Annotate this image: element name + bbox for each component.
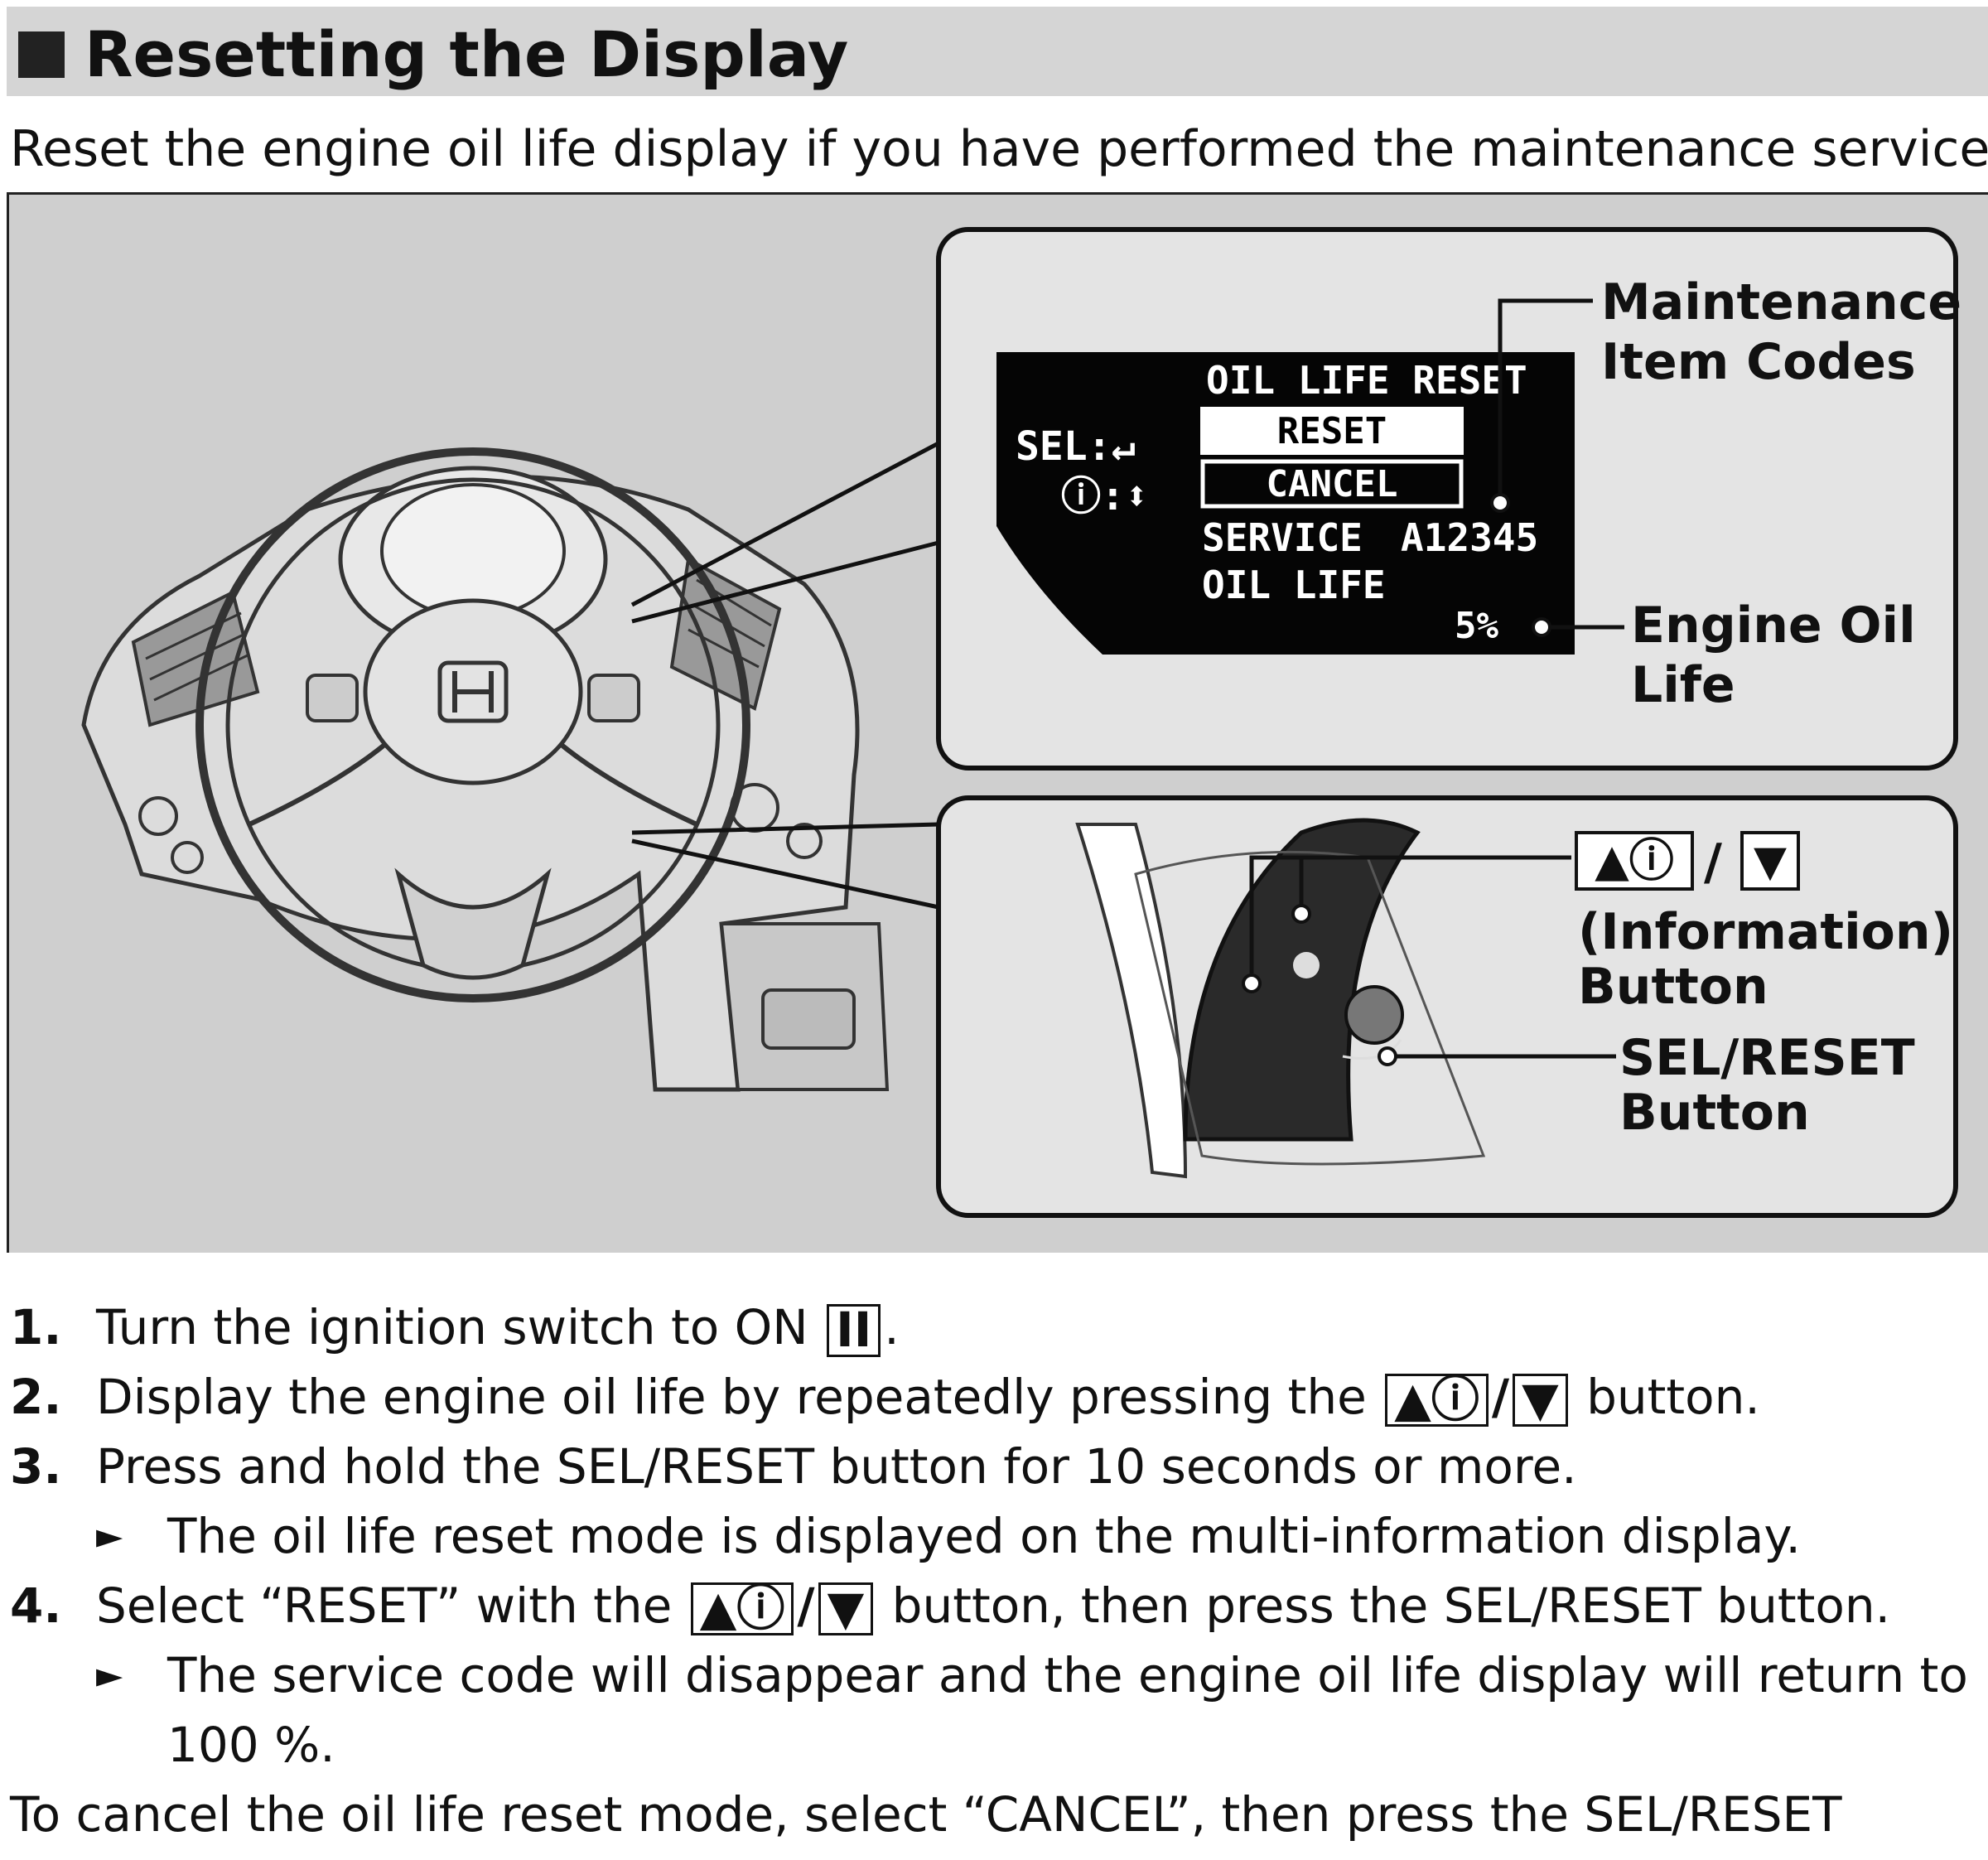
header-square-icon xyxy=(18,31,65,78)
callout-down-key: ▼ xyxy=(1754,837,1787,887)
display-title: OIL LIFE RESET xyxy=(1206,358,1527,403)
section-header: Resetting the Display xyxy=(7,7,1988,96)
step-4-result: ► The service code will disappear and th… xyxy=(10,1640,1981,1710)
display-service-label: SERVICE xyxy=(1202,515,1363,560)
display-sel-label: SEL:↵ xyxy=(1016,423,1136,470)
arrow-marker-icon: ► xyxy=(96,1515,123,1556)
step-3: 3. Press and hold the SEL/RESET button f… xyxy=(10,1432,1981,1501)
up-info-key-icon: ▲ⓘ xyxy=(1385,1373,1489,1427)
callout-sel-reset-line1: SEL/RESET xyxy=(1619,1029,1915,1087)
callout-maintenance-line2: Item Codes xyxy=(1601,333,1916,391)
reset-option-box xyxy=(1200,407,1464,455)
steps-list: 1. Turn the ignition switch to ON II. 2.… xyxy=(10,1292,1981,1849)
display-service-code: A12345 xyxy=(1401,515,1538,560)
down-key-icon: ▼ xyxy=(1513,1373,1568,1427)
step-number: 1. xyxy=(10,1299,62,1355)
step-number: 2. xyxy=(10,1369,62,1425)
step-3-result: ► The oil life reset mode is displayed o… xyxy=(10,1501,1981,1571)
step-number: 3. xyxy=(10,1438,62,1495)
step-text-before: Display the engine oil life by repeatedl… xyxy=(96,1369,1382,1425)
callout-up-info-key: ▲ⓘ xyxy=(1595,834,1674,887)
display-oil-life-label: OIL LIFE xyxy=(1202,563,1386,607)
step-text-before: Select “RESET” with the xyxy=(96,1577,688,1634)
intro-text: Reset the engine oil life display if you… xyxy=(10,120,1988,178)
step-text-after: button, then press the SEL/RESET button. xyxy=(876,1577,1891,1634)
step-text: Turn the ignition switch to ON II. xyxy=(96,1292,900,1362)
callout-engine-oil-line2: Life xyxy=(1631,656,1735,714)
callout-engine-oil-line1: Engine Oil xyxy=(1631,597,1916,655)
result-text: The oil life reset mode is displayed on … xyxy=(167,1508,1801,1564)
down-key-icon xyxy=(1740,831,1800,891)
step-number: 4. xyxy=(10,1577,62,1634)
steering-switch-icon xyxy=(1075,818,1486,1179)
key-slash: / xyxy=(1491,1369,1510,1425)
callout-info-button-line2: Button xyxy=(1578,958,1768,1016)
step-text-after: button. xyxy=(1571,1369,1760,1425)
step-text: Display the engine oil life by repeatedl… xyxy=(96,1362,1760,1432)
display-cancel-option: CANCEL xyxy=(1267,463,1398,505)
up-info-key-icon xyxy=(1575,831,1694,891)
step-2: 2. Display the engine oil life by repeat… xyxy=(10,1362,1981,1432)
step-1: 1. Turn the ignition switch to ON II. xyxy=(10,1292,1981,1362)
callout-sel-reset-line2: Button xyxy=(1619,1084,1810,1142)
display-info-label: ⓘ:⬍ xyxy=(1061,473,1149,519)
key-slash: / xyxy=(797,1577,815,1634)
cancel-option-box xyxy=(1200,459,1464,509)
step-text: Select “RESET” with the ▲ⓘ/▼ button, the… xyxy=(96,1571,1890,1640)
callout-info-button-line1: (Information) xyxy=(1578,903,1953,961)
arrow-marker-icon: ► xyxy=(96,1655,123,1695)
step-4: 4. Select “RESET” with the ▲ⓘ/▼ button, … xyxy=(10,1571,1981,1640)
up-info-key-icon: ▲ⓘ xyxy=(690,1582,794,1635)
display-reset-option: RESET xyxy=(1277,410,1387,452)
step-text: Press and hold the SEL/RESET button for … xyxy=(96,1438,1577,1495)
down-key-icon: ▼ xyxy=(818,1582,874,1635)
display-oil-life-value: 5% xyxy=(1455,605,1498,647)
ignition-on-key-icon: II xyxy=(827,1303,881,1357)
dashboard-illustration: OIL LIFE RESET SEL:↵ ⓘ:⬍ RESET CANCEL SE… xyxy=(7,192,1988,1253)
cancel-note: To cancel the oil life reset mode, selec… xyxy=(10,1786,1842,1843)
result-text-continued: 100 %. xyxy=(167,1717,335,1773)
page-title: Resetting the Display xyxy=(84,17,849,91)
step-4-result-continued: 100 %. xyxy=(10,1710,1981,1780)
dashboard-icon xyxy=(81,447,890,1092)
callout-maintenance-line1: Maintenance xyxy=(1601,273,1961,331)
step-text-before: Turn the ignition switch to ON xyxy=(96,1299,824,1355)
result-text: The service code will disappear and the … xyxy=(167,1647,1968,1703)
callout-key-slash: / xyxy=(1704,833,1722,891)
step-text-after: . xyxy=(884,1299,900,1355)
